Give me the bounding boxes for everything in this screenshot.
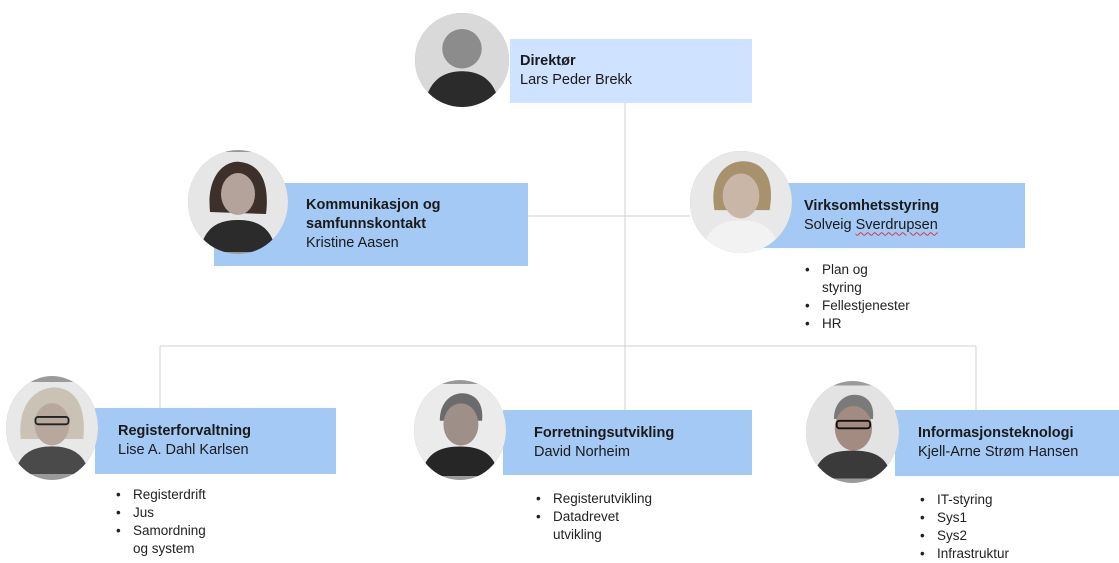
person-portrait-icon xyxy=(6,376,98,480)
bullet-item: Samordning og system xyxy=(114,522,206,558)
division-bullets: Registerdrift Jus Samordning og system xyxy=(114,486,206,558)
staff-title: Virksomhetsstyring xyxy=(804,197,940,214)
bullet-item: Registerdrift xyxy=(114,486,206,504)
bullet-item: Sys2 xyxy=(918,527,1009,545)
division-bullets: Registerutvikling Datadrevet utvikling xyxy=(534,490,652,544)
division-name: David Norheim xyxy=(534,443,630,460)
person-portrait-icon xyxy=(415,13,509,107)
division-title: Informasjonsteknologi xyxy=(918,425,1074,441)
staff-name-first: Solveig xyxy=(804,216,856,233)
division-box: Registerforvaltning Lise A. Dahl Karlsen xyxy=(95,408,336,474)
division-title: Forretningsutvikling xyxy=(534,424,675,441)
division-box: Informasjonsteknologi Kjell-Arne Strøm H… xyxy=(895,410,1119,476)
staff-title: Kommunikasjon og samfunnskontakt xyxy=(306,197,441,232)
staff-name: Kristine Aasen xyxy=(306,235,399,251)
person-portrait-icon xyxy=(806,381,899,483)
bullet-item: HR xyxy=(803,315,910,333)
division-bullets: IT-styring Sys1 Sys2 Infrastruktur xyxy=(918,491,1009,563)
bullet-item: Fellestjenester xyxy=(803,297,910,315)
bullet-item: Datadrevet utvikling xyxy=(534,508,652,544)
director-box: Direktør Lars Peder Brekk xyxy=(510,39,752,103)
division-name: Lise A. Dahl Karlsen xyxy=(118,442,249,458)
staff-name-last: Sverdrupsen xyxy=(855,216,938,233)
bullet-item: IT-styring xyxy=(918,491,1009,509)
director-title: Direktør xyxy=(520,53,576,69)
bullet-item: Sys1 xyxy=(918,509,1009,527)
person-portrait-icon xyxy=(188,150,288,254)
staff-bullets: Plan og styring Fellestjenester HR xyxy=(803,261,910,333)
division-name: Kjell-Arne Strøm Hansen xyxy=(918,444,1079,460)
division-box: Forretningsutvikling David Norheim xyxy=(503,410,752,475)
bullet-item: Infrastruktur xyxy=(918,545,1009,563)
person-portrait-icon xyxy=(414,380,506,480)
bullet-item: Plan og styring xyxy=(803,261,910,297)
division-title: Registerforvaltning xyxy=(118,423,251,439)
person-portrait-icon xyxy=(690,151,792,253)
staff-name: Solveig Sverdrupsen xyxy=(804,216,1015,235)
bullet-item: Registerutvikling xyxy=(534,490,652,508)
bullet-item: Jus xyxy=(114,504,206,522)
director-name: Lars Peder Brekk xyxy=(520,72,633,88)
